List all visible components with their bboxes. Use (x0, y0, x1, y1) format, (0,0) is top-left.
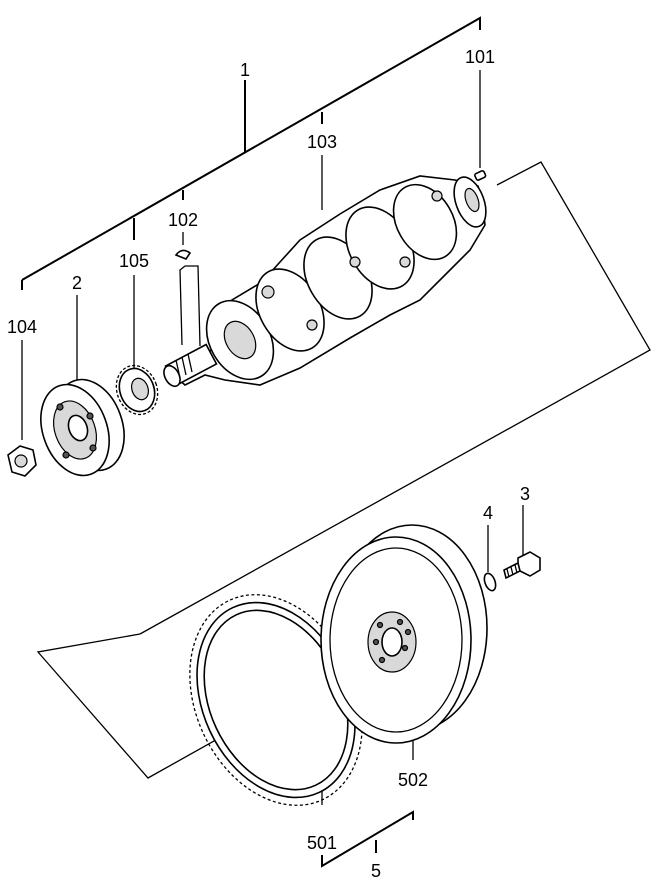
assembly-5-bracket (321, 810, 414, 868)
ring-gear-501 (189, 594, 363, 806)
nut-104 (7, 445, 37, 477)
label-5: 5 (371, 861, 381, 881)
washer-4 (483, 572, 497, 592)
label-1: 1 (240, 60, 250, 80)
label-103: 103 (307, 132, 337, 152)
label-4: 4 (483, 503, 493, 523)
flywheel-502 (320, 524, 488, 744)
label-501: 501 (307, 833, 337, 853)
part-101-key (474, 170, 487, 181)
label-104: 104 (7, 317, 37, 337)
label-102: 102 (168, 210, 198, 230)
label-2: 2 (72, 273, 82, 293)
assembly-1-bracket (21, 16, 481, 290)
label-3: 3 (520, 484, 530, 504)
pulley-2 (40, 378, 125, 477)
leader-lines (21, 70, 524, 805)
gear-105 (115, 364, 159, 416)
label-105: 105 (119, 251, 149, 271)
crankshaft-outline (139, 161, 651, 635)
bolt-3 (503, 551, 541, 580)
part-102-key (174, 249, 192, 260)
crankshaft-103 (163, 175, 487, 388)
label-502: 502 (398, 770, 428, 790)
label-101: 101 (465, 47, 495, 67)
